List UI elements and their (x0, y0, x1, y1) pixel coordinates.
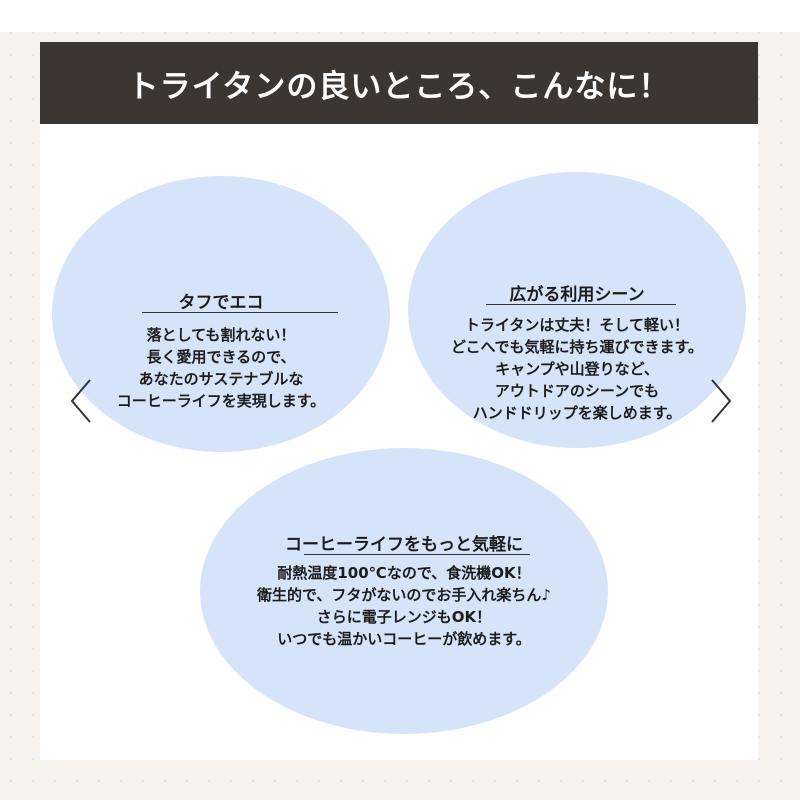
feature-title: タフでエコ (178, 293, 264, 313)
feature-text-line: 落としても割れない！ (146, 326, 296, 344)
feature-text-line: ハンドドリップを楽しめます。 (472, 404, 682, 422)
feature-text: 落としても割れない！ 長く愛用できるので、 あなたのサステナブルな コーヒーライ… (52, 324, 390, 412)
title-underline (486, 304, 676, 305)
feature-text-line: トライタンは丈夫！そして軽い！ (465, 316, 689, 334)
feature-text: トライタンは丈夫！そして軽い！ どこへでも気軽に持ち運びできます。 キャンプや山… (408, 314, 746, 424)
header-bar: トライタンの良いところ、こんなに！ (40, 42, 758, 124)
chevron-left-icon (70, 379, 91, 423)
feature-text-line: キャンプや山登りなど、 (495, 360, 659, 378)
page-title: トライタンの良いところ、こんなに！ (127, 68, 671, 105)
feature-circle-tough-eco: タフでエコ 落としても割れない！ 長く愛用できるので、 あなたのサステナブルな … (52, 176, 390, 452)
feature-text-line: さらに電子レンジもOK！ (316, 608, 492, 626)
feature-text-line: コーヒーライフを実現します。 (116, 392, 326, 410)
feature-text-line: いつでも温かいコーヒーが飲めます。 (277, 630, 531, 648)
title-underline (142, 312, 338, 313)
top-strip (0, 0, 800, 32)
feature-circle-casual-coffee: コーヒーライフをもっと気軽に 耐熱温度100℃なので、食洗機OK！ 衛生的で、フ… (200, 448, 608, 734)
feature-title: コーヒーライフをもっと気軽に (285, 535, 523, 555)
feature-circle-usage-scenes: 広がる利用シーン トライタンは丈夫！そして軽い！ どこへでも気軽に持ち運びできま… (408, 172, 746, 448)
feature-panel: トライタンの良いところ、こんなに！ タフでエコ 落としても割れない！ 長く愛用で… (40, 42, 758, 760)
feature-text: 耐熱温度100℃なので、食洗機OK！ 衛生的で、フタがないのでお手入れ楽ちん♪ … (200, 562, 608, 650)
feature-text-line: アウトドアのシーンでも (494, 382, 660, 400)
feature-text-line: 耐熱温度100℃なので、食洗機OK！ (277, 564, 531, 582)
chevron-right-icon (711, 379, 732, 423)
feature-text-line: 長く愛用できるので、 (146, 348, 296, 366)
title-underline (304, 554, 530, 555)
prev-slide-button[interactable] (66, 376, 96, 426)
feature-text-line: あなたのサステナブルな (138, 370, 304, 388)
feature-text-line: どこへでも気軽に持ち運びできます。 (450, 338, 703, 356)
feature-text-line: 衛生的で、フタがないのでお手入れ楽ちん♪ (257, 586, 551, 604)
feature-title: 広がる利用シーン (509, 285, 645, 305)
next-slide-button[interactable] (706, 376, 736, 426)
